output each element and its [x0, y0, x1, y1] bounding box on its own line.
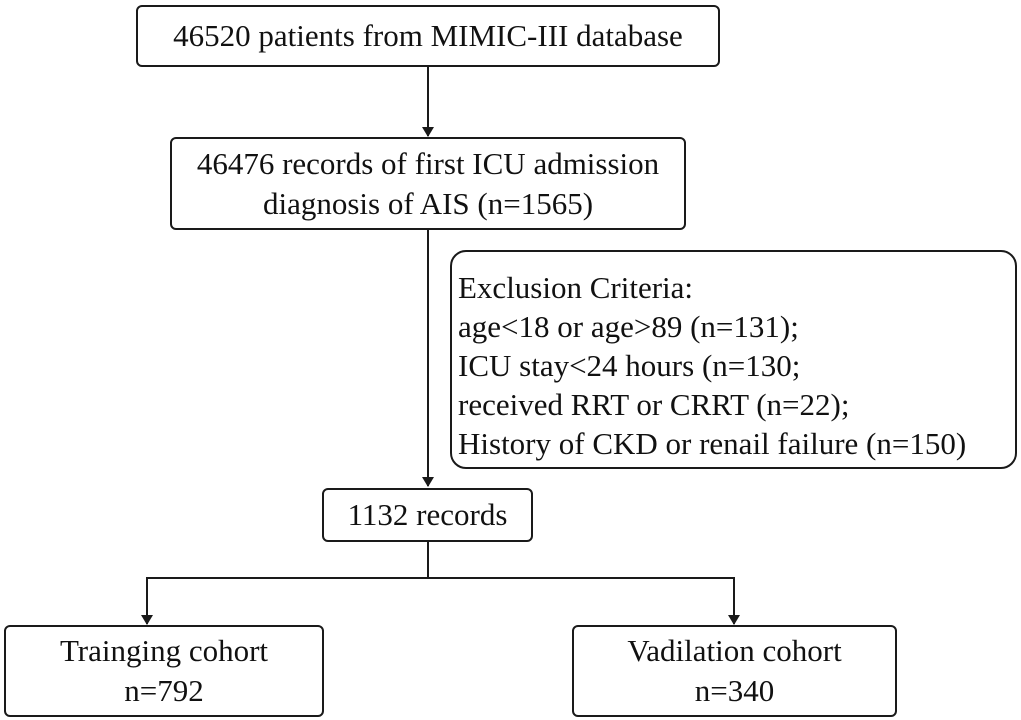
exclusion-item-icu-stay: ICU stay<24 hours (n=130; — [458, 348, 801, 383]
source-text: 46520 patients from MIMIC-III database — [173, 18, 683, 53]
source-box: 46520 patients from MIMIC-III database — [136, 5, 720, 67]
exclusion-criteria-box: Exclusion Criteria: age<18 or age>89 (n=… — [450, 250, 1017, 469]
records-box: 1132 records — [322, 488, 533, 542]
first-icu-line2: diagnosis of AIS (n=1565) — [262, 185, 594, 221]
training-cohort-count: n=792 — [124, 673, 204, 708]
records-text: 1132 records — [347, 497, 508, 532]
exclusion-title: Exclusion Criteria: — [458, 270, 694, 305]
exclusion-item-age: age<18 or age>89 (n=131); — [458, 309, 799, 344]
exclusion-item-ckd: History of CKD or renail failure (n=150) — [458, 426, 967, 461]
validation-cohort-count: n=340 — [694, 673, 775, 708]
validation-cohort-box: Vadilation cohort n=340 — [572, 625, 897, 717]
first-icu-box: 46476 records of first ICU admission dia… — [170, 137, 686, 230]
validation-cohort-label: Vadilation cohort — [627, 633, 842, 668]
first-icu-line1: 46476 records of first ICU admission — [196, 145, 660, 181]
exclusion-item-rrt: received RRT or CRRT (n=22); — [458, 387, 850, 422]
training-cohort-label: Trainging cohort — [59, 633, 269, 668]
training-cohort-box: Trainging cohort n=792 — [4, 625, 324, 717]
